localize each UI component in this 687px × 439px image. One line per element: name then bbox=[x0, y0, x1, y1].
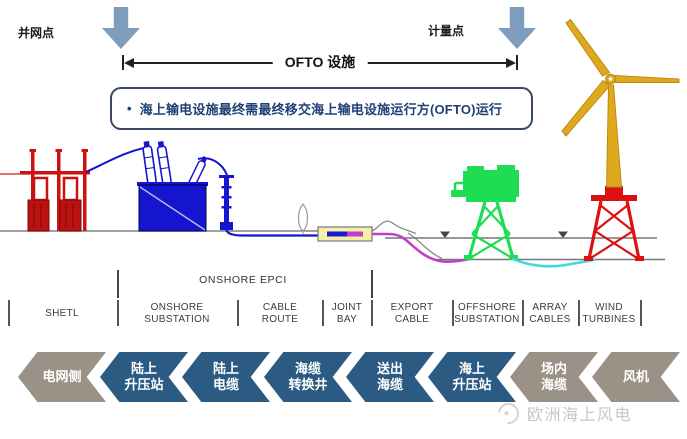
section-divider bbox=[452, 300, 454, 326]
watermark-text: 欧洲海上风电 bbox=[527, 407, 633, 424]
ofto-span-label: OFTO 设施 bbox=[272, 52, 368, 73]
ofto-span-arrow: OFTO 设施 bbox=[122, 52, 518, 73]
transformer-graphic bbox=[137, 141, 228, 232]
section-divider bbox=[117, 300, 119, 326]
chevron-onshore-substation: 陆上升压站 bbox=[100, 352, 188, 402]
section-divider bbox=[522, 300, 524, 326]
chevron-transition-joint: 海缆转换井 bbox=[264, 352, 352, 402]
chevron-offshore-substation: 海上升压站 bbox=[428, 352, 516, 402]
chevron-onshore-cable: 陆上电缆 bbox=[182, 352, 270, 402]
water-level-icon bbox=[440, 231, 450, 238]
metering-point-label: 计量点 bbox=[428, 24, 465, 38]
epci-bracket-bar bbox=[371, 270, 373, 298]
arrow-endbar bbox=[122, 55, 124, 70]
grid-connection-point-label: 并网点 bbox=[18, 26, 55, 40]
wind-turbine-graphic bbox=[561, 18, 680, 261]
chevron-export-cable: 送出海缆 bbox=[346, 352, 434, 402]
section-divider bbox=[322, 300, 324, 326]
chevron-array-cable: 场内海缆 bbox=[510, 352, 598, 402]
epci-bracket-bar bbox=[117, 270, 119, 298]
arrowhead-left-icon bbox=[124, 58, 134, 68]
section-divider bbox=[640, 300, 642, 326]
joint-bay-graphic bbox=[317, 226, 373, 242]
grid-substation-graphic bbox=[20, 149, 90, 232]
section-divider bbox=[371, 300, 373, 326]
logo-icon bbox=[493, 398, 524, 428]
ofto-note-box: • 海上输电设施最终需最终移交海上输电设施运行方(OFTO)运行 bbox=[110, 87, 533, 130]
watermark: 欧洲海上风电 bbox=[493, 398, 633, 428]
offshore-substation-graphic bbox=[451, 165, 519, 260]
chevron-grid-side: 电网侧 bbox=[18, 352, 106, 402]
water-level-icon bbox=[558, 231, 568, 238]
chevron-wind-turbine: 风机 bbox=[592, 352, 680, 402]
section-divider bbox=[578, 300, 580, 326]
arrowhead-right-icon bbox=[506, 58, 516, 68]
tree-graphic bbox=[297, 203, 309, 234]
section-divider bbox=[237, 300, 239, 326]
schematic-drawing bbox=[0, 18, 680, 268]
export-cable-graphic bbox=[372, 232, 469, 264]
section-label-shetl: SHETL bbox=[45, 307, 79, 319]
overhead-cable bbox=[85, 146, 151, 173]
epci-label: ONSHORE EPCI bbox=[199, 274, 287, 286]
cable-termination-graphic bbox=[219, 175, 320, 237]
ofto-note-text: 海上输电设施最终需最终移交海上输电设施运行方(OFTO)运行 bbox=[139, 102, 503, 117]
arrow-endbar bbox=[516, 55, 518, 70]
section-divider bbox=[8, 300, 10, 326]
bullet-icon: • bbox=[127, 101, 132, 116]
